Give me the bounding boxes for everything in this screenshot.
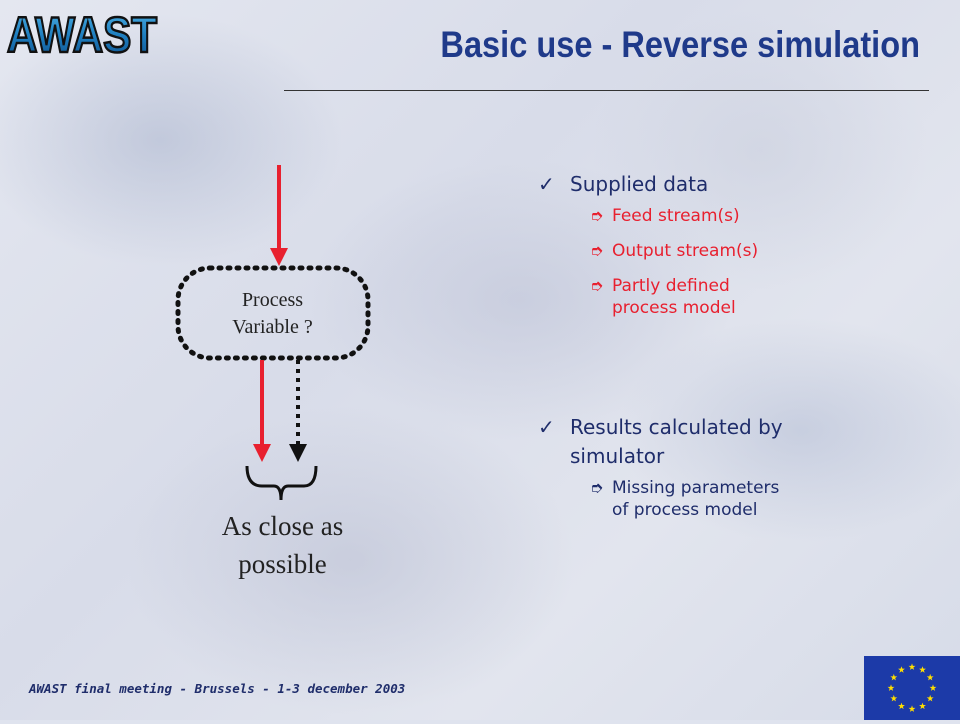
eu-star (929, 684, 937, 691)
sub-bullet-label-line2: process model (612, 298, 736, 318)
sub-bullet-missing: ➮ Missing parameters of process model (538, 477, 898, 521)
measured-output-arrow (289, 360, 307, 462)
eu-star (887, 684, 895, 691)
bullet-results: ✓ Results calculated by simulator (538, 413, 898, 471)
arrow-bullet-icon: ➮ (590, 241, 604, 260)
comparison-brace (245, 465, 318, 501)
title-divider (284, 90, 929, 91)
checkmark-icon: ✓ (538, 415, 555, 439)
calculated-output-arrow (253, 360, 271, 462)
bullet-label-line1: Results calculated by (570, 415, 783, 439)
process-node-label: Process Variable ? (180, 287, 365, 341)
sub-bullet-label: Feed stream(s) (612, 206, 740, 226)
target-label: As close as possible (190, 507, 375, 583)
input-arrow (270, 165, 288, 266)
target-label-line1: As close as (221, 511, 344, 541)
arrow-bullet-icon: ➮ (590, 206, 604, 225)
eu-flag-icon (864, 656, 960, 720)
slide-title: Basic use - Reverse simulation (440, 24, 920, 65)
arrow-bullet-icon: ➮ (590, 478, 604, 497)
logo-text: AWAST (7, 7, 157, 62)
target-label-line2: possible (238, 549, 327, 579)
sub-bullet-label-line1: Missing parameters (612, 478, 780, 498)
bullet-supplied-data: ✓ Supplied data (538, 170, 898, 199)
eu-star (926, 694, 934, 702)
process-node (175, 265, 371, 361)
eu-star (919, 666, 926, 673)
node-label-line1: Process (241, 289, 304, 311)
eu-star (908, 705, 916, 712)
sub-bullet-model: ➮ Partly defined process model (538, 275, 898, 319)
sub-bullet-output: ➮ Output stream(s) (538, 240, 898, 262)
sub-bullet-feed: ➮ Feed stream(s) (538, 205, 898, 227)
awast-logo: AWAST (6, 6, 159, 62)
eu-star (898, 702, 905, 710)
eu-star (926, 673, 934, 681)
bullet-list: ✓ Supplied data ➮ Feed stream(s) ➮ Outpu… (538, 170, 898, 521)
checkmark-icon: ✓ (538, 172, 555, 196)
arrow-bullet-icon: ➮ (590, 276, 604, 295)
eu-star (898, 666, 905, 673)
eu-star (908, 663, 916, 670)
footer-text: AWAST final meeting - Brussels - 1-3 dec… (29, 681, 406, 696)
sub-bullet-label: Output stream(s) (612, 241, 759, 261)
eu-star (890, 673, 898, 681)
bullet-label: Supplied data (570, 172, 709, 196)
sub-bullet-label-line2: of process model (612, 500, 758, 520)
bullet-label-line2: simulator (570, 444, 665, 468)
eu-star (919, 702, 926, 710)
eu-star (890, 694, 898, 702)
sub-bullet-label-line1: Partly defined (612, 276, 730, 296)
node-label-line2: Variable ? (232, 316, 313, 338)
